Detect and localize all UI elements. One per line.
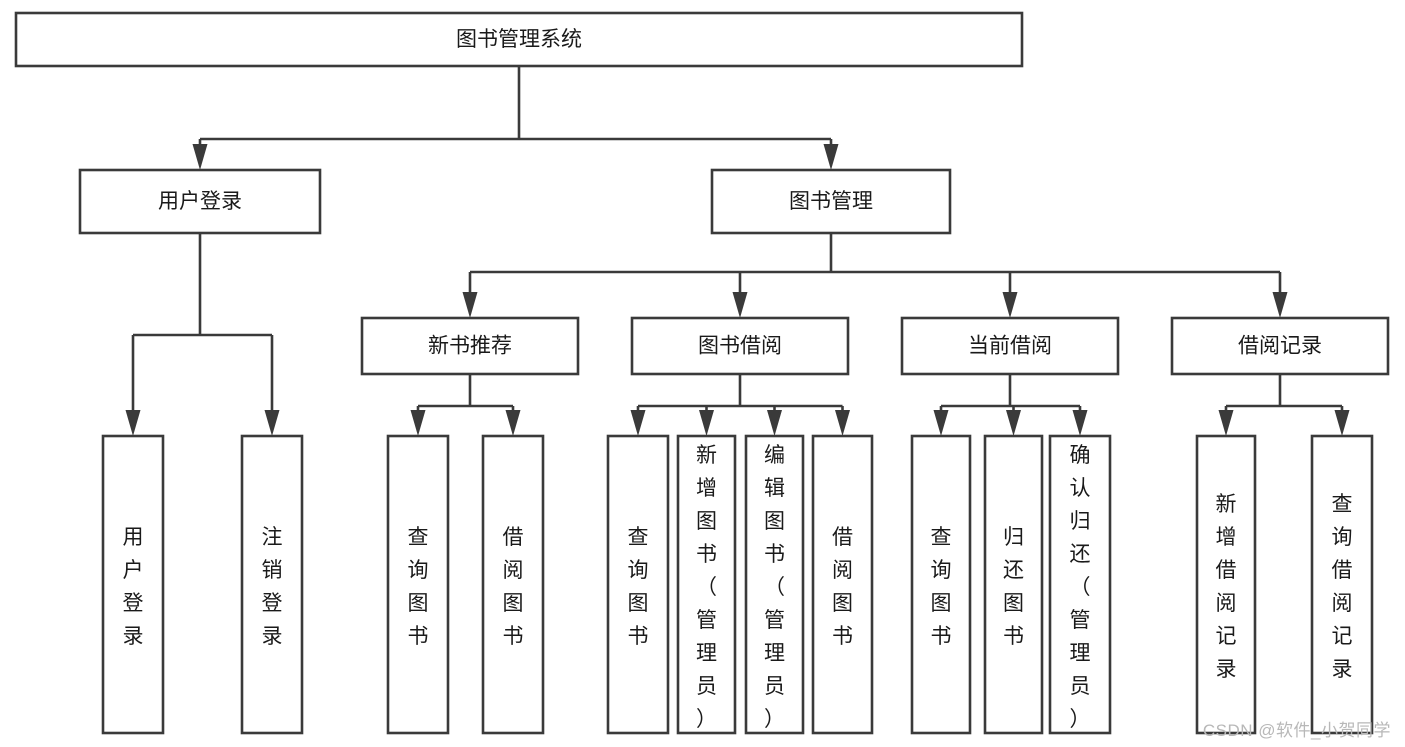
node-box-n_query[interactable] <box>386 434 450 735</box>
node-n_query[interactable]: 查询图书 <box>386 434 450 735</box>
node-box-l_logout[interactable] <box>240 434 304 735</box>
node-box-c_return[interactable] <box>983 434 1044 735</box>
node-box-c_confirm[interactable] <box>1048 434 1112 735</box>
node-box-newbook[interactable] <box>360 316 580 376</box>
node-label-r_add: 新增借阅记录 <box>1216 493 1237 681</box>
arrow-head-icon <box>1072 410 1088 436</box>
arrow-head-icon <box>699 410 714 436</box>
connector-group-login <box>125 233 280 436</box>
node-login[interactable]: 用户登录 <box>78 168 322 235</box>
node-label-b_lend: 借阅图书 <box>832 526 853 648</box>
node-label-login: 用户登录 <box>158 190 242 213</box>
node-box-r_query[interactable] <box>1310 434 1374 735</box>
arrow-head-icon <box>767 410 782 436</box>
node-box-r_add[interactable] <box>1195 434 1257 735</box>
connector-group-current <box>933 374 1088 436</box>
watermark: CSDN @软件_小贺同学 <box>1202 721 1391 740</box>
node-label-l_login: 用户登录 <box>123 526 144 648</box>
arrow-head-icon <box>933 410 949 436</box>
node-box-record[interactable] <box>1170 316 1390 376</box>
connector-layer <box>125 66 1350 436</box>
node-label-n_query: 查询图书 <box>408 526 429 648</box>
node-label-b_add: 新增图书（管理员） <box>696 444 717 731</box>
arrow-head-icon <box>1218 410 1234 436</box>
arrow-head-icon <box>823 144 839 170</box>
node-label-bookmgmt: 图书管理 <box>789 190 873 213</box>
node-l_logout[interactable]: 注销登录 <box>240 434 304 735</box>
node-box-b_edit[interactable] <box>744 434 805 735</box>
node-current[interactable]: 当前借阅 <box>900 316 1120 376</box>
node-r_query[interactable]: 查询借阅记录 <box>1310 434 1374 735</box>
arrow-head-icon <box>1272 292 1288 318</box>
node-box-borrow[interactable] <box>630 316 850 376</box>
arrow-head-icon <box>835 410 850 436</box>
node-r_add[interactable]: 新增借阅记录 <box>1195 434 1257 735</box>
arrow-head-icon <box>462 292 478 318</box>
node-b_query[interactable]: 查询图书 <box>606 434 670 735</box>
node-bookmgmt[interactable]: 图书管理 <box>710 168 952 235</box>
connector-group-borrow <box>630 374 850 436</box>
node-box-l_login[interactable] <box>101 434 165 735</box>
node-label-current: 当前借阅 <box>968 335 1052 358</box>
node-b_edit[interactable]: 编辑图书（管理员） <box>744 434 805 735</box>
node-box-current[interactable] <box>900 316 1120 376</box>
connector-group-record <box>1218 374 1350 436</box>
arrow-head-icon <box>505 410 521 436</box>
arrow-head-icon <box>125 410 141 436</box>
node-borrow[interactable]: 图书借阅 <box>630 316 850 376</box>
arrow-head-icon <box>1002 292 1018 318</box>
node-newbook[interactable]: 新书推荐 <box>360 316 580 376</box>
node-label-newbook: 新书推荐 <box>428 335 512 358</box>
node-label-l_logout: 注销登录 <box>262 526 283 648</box>
node-box-b_add[interactable] <box>676 434 737 735</box>
connector-group-root <box>192 66 839 170</box>
node-label-record: 借阅记录 <box>1238 335 1322 358</box>
node-box-login[interactable] <box>78 168 322 235</box>
node-box-n_borrow[interactable] <box>481 434 545 735</box>
node-box-c_query[interactable] <box>910 434 972 735</box>
node-b_add[interactable]: 新增图书（管理员） <box>676 434 737 735</box>
node-label-root: 图书管理系统 <box>456 28 582 51</box>
arrow-head-icon <box>1334 410 1350 436</box>
node-label-c_confirm: 确认归还（管理员） <box>1070 444 1091 731</box>
arrow-head-icon <box>732 292 748 318</box>
node-b_lend[interactable]: 借阅图书 <box>811 434 874 735</box>
arrow-head-icon <box>630 410 646 436</box>
node-label-n_borrow: 借阅图书 <box>503 526 524 648</box>
node-root[interactable]: 图书管理系统 <box>14 11 1024 68</box>
node-c_confirm[interactable]: 确认归还（管理员） <box>1048 434 1112 735</box>
connector-group-bookmgmt <box>462 233 1288 318</box>
node-c_return[interactable]: 归还图书 <box>983 434 1044 735</box>
node-label-b_query: 查询图书 <box>628 526 649 648</box>
node-l_login[interactable]: 用户登录 <box>101 434 165 735</box>
arrow-head-icon <box>192 144 208 170</box>
arrow-head-icon <box>264 410 280 436</box>
node-label-c_query: 查询图书 <box>931 526 952 648</box>
node-box-root[interactable] <box>14 11 1024 68</box>
arrow-head-icon <box>1006 410 1021 436</box>
arrow-head-icon <box>410 410 426 436</box>
node-label-r_query: 查询借阅记录 <box>1332 493 1353 681</box>
node-label-c_return: 归还图书 <box>1003 526 1024 648</box>
node-label-b_edit: 编辑图书（管理员） <box>764 444 785 731</box>
node-c_query[interactable]: 查询图书 <box>910 434 972 735</box>
node-box-b_lend[interactable] <box>811 434 874 735</box>
node-record[interactable]: 借阅记录 <box>1170 316 1390 376</box>
node-box-bookmgmt[interactable] <box>710 168 952 235</box>
node-box-b_query[interactable] <box>606 434 670 735</box>
node-n_borrow[interactable]: 借阅图书 <box>481 434 545 735</box>
node-label-borrow: 图书借阅 <box>698 335 782 358</box>
node-layer: 图书管理系统用户登录图书管理新书推荐图书借阅当前借阅借阅记录用户登录注销登录查询… <box>14 11 1390 735</box>
connector-group-newbook <box>410 374 521 436</box>
